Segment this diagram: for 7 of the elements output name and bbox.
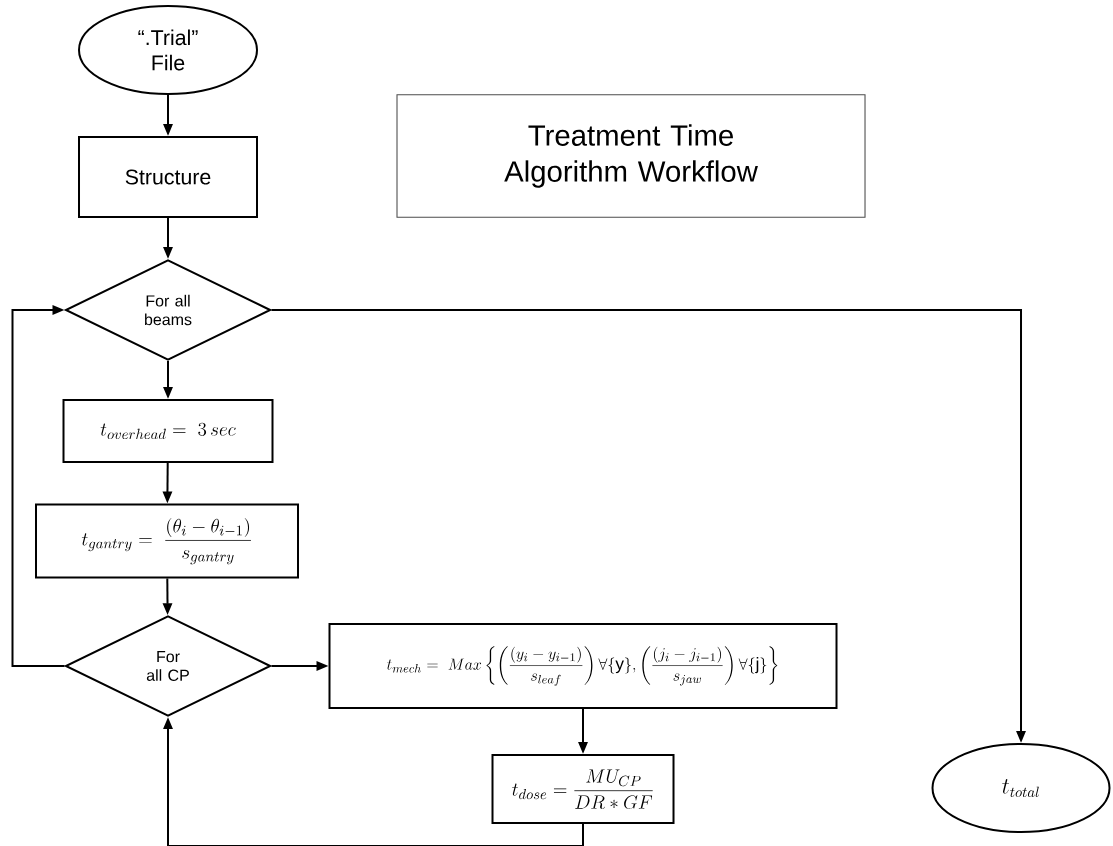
title-box: Treatment Time Algorithm Workflow [396, 94, 866, 218]
process-box: $t_{dose} = \frac{MU_{CP}}{DR*GF}$ [491, 754, 675, 824]
process-box: Structure [78, 136, 258, 218]
process-box: $t_{overhead} = \ 3\,sec$ [62, 399, 274, 463]
process-box: $t_{gantry} = \ \frac{(\theta_i - \theta_{i-1})}{s_{gantry}}$ [35, 503, 299, 579]
process-box: $t_{mech} = \ Max\left\{\left(\frac{(y_i-y_{i-1})}{s_{leaf}}\right)\forall\{\mathrm{y}\},\left(\frac{(j_i-j_{i-1})}{s_{jaw}}\right)\forall\{\mathrm{j}\}\right\}$ [328, 623, 838, 709]
arrow [11, 305, 66, 667]
